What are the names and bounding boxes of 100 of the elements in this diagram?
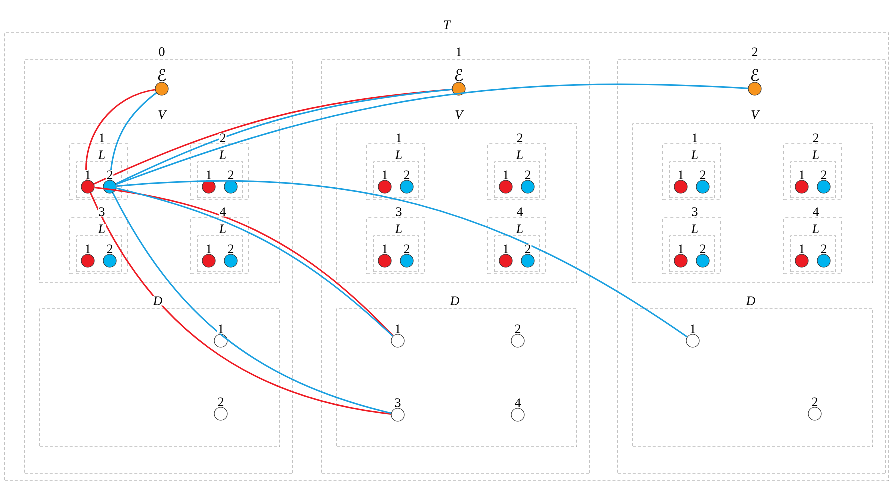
circle-label: 1: [205, 244, 213, 254]
circle-node: [521, 254, 535, 268]
circle-label: 1: [677, 244, 685, 254]
circle-label: 2: [106, 170, 114, 180]
dashed-frame: [190, 144, 250, 200]
dashed-frame: [198, 162, 244, 198]
dashed-frame: [618, 60, 886, 474]
box-label: L: [218, 150, 228, 160]
circle-node: [400, 254, 414, 268]
box-label: V: [158, 110, 168, 120]
circle-node: [202, 254, 216, 268]
box-label: L: [98, 150, 106, 160]
circle-node: [817, 180, 831, 194]
circle-label: 2: [217, 397, 225, 407]
dashed-frame: [494, 162, 540, 198]
circle-node: [511, 408, 525, 422]
box-label: L: [516, 224, 524, 234]
dashed-frame: [784, 144, 842, 200]
circle-node: [817, 254, 831, 268]
dashed-frame: [70, 144, 128, 200]
box-label: L: [394, 224, 404, 234]
circle-node: [748, 82, 762, 96]
circle-label: 2: [524, 170, 532, 180]
circle-label: 1: [84, 170, 92, 180]
dashed-frame: [190, 218, 250, 274]
box-label: 3: [691, 207, 699, 217]
circle-node: [224, 254, 238, 268]
circle-label: 1: [394, 324, 402, 334]
dashed-frame: [366, 218, 426, 274]
circle-label: 2: [811, 397, 819, 407]
circle-node: [686, 334, 700, 348]
dashed-frame: [40, 124, 280, 284]
circle-node: [696, 254, 710, 268]
box-label: L: [690, 150, 700, 160]
dashed-frame: [374, 236, 420, 272]
dashed-frame: [790, 236, 836, 272]
circle-label: ℰ: [750, 68, 760, 82]
dashed-frame: [662, 144, 722, 200]
dashed-frame: [374, 162, 420, 198]
box-label: L: [690, 224, 700, 234]
circle-label: ℰ: [156, 68, 168, 82]
box-label: L: [516, 150, 524, 160]
dashed-frame: [366, 144, 426, 200]
circle-node: [202, 180, 216, 194]
connector: [86, 89, 156, 180]
connector: [116, 180, 688, 338]
circle-node: [499, 254, 513, 268]
box-label: 1: [455, 47, 463, 57]
circle-label: 2: [699, 170, 707, 180]
circle-label: 2: [699, 244, 707, 254]
box-label: L: [98, 224, 106, 234]
circle-label: 1: [502, 170, 510, 180]
dashed-frame: [632, 308, 874, 448]
circle-node: [224, 180, 238, 194]
box-label: D: [746, 296, 756, 306]
circle-label: 1: [217, 324, 225, 334]
box-label: 3: [395, 207, 403, 217]
circle-label: 2: [403, 244, 411, 254]
circle-label: 1: [798, 244, 806, 254]
dashed-frame: [494, 236, 540, 272]
circle-node: [511, 334, 525, 348]
circle-label: 2: [403, 170, 411, 180]
circle-node: [81, 180, 95, 194]
box-label: L: [812, 224, 820, 234]
box-label: V: [454, 110, 464, 120]
dashed-frame: [322, 60, 590, 474]
circle-label: 2: [106, 244, 114, 254]
circle-node: [155, 82, 169, 96]
circle-label: 2: [524, 244, 532, 254]
dashed-frame: [488, 144, 546, 200]
dashed-frame: [784, 218, 842, 274]
circle-node: [795, 254, 809, 268]
circle-label: 3: [394, 398, 402, 408]
box-label: 2: [751, 47, 759, 57]
circle-label: 1: [502, 244, 510, 254]
circle-node: [214, 407, 228, 421]
circle-node: [674, 254, 688, 268]
circle-node: [391, 334, 405, 348]
box-label: 2: [812, 133, 820, 143]
dashed-frame: [76, 162, 122, 198]
circle-label: ℰ: [454, 68, 464, 82]
box-label: 1: [691, 133, 699, 143]
box-label: 1: [98, 133, 106, 143]
box-label: L: [812, 150, 820, 160]
circle-label: 2: [820, 170, 828, 180]
circle-label: 1: [381, 170, 389, 180]
dashed-frame: [632, 124, 874, 284]
box-label: 4: [219, 207, 227, 217]
box-label: 1: [395, 133, 403, 143]
dashed-frame: [76, 236, 122, 272]
box-label: L: [394, 150, 404, 160]
dashed-frame: [24, 60, 294, 474]
dashed-frame: [198, 236, 244, 272]
circle-label: 1: [689, 324, 697, 334]
circle-node: [452, 82, 466, 96]
circle-label: 1: [205, 170, 213, 180]
box-label: 4: [812, 207, 820, 217]
circle-node: [674, 180, 688, 194]
circle-node: [391, 408, 405, 422]
circle-label: 1: [381, 244, 389, 254]
